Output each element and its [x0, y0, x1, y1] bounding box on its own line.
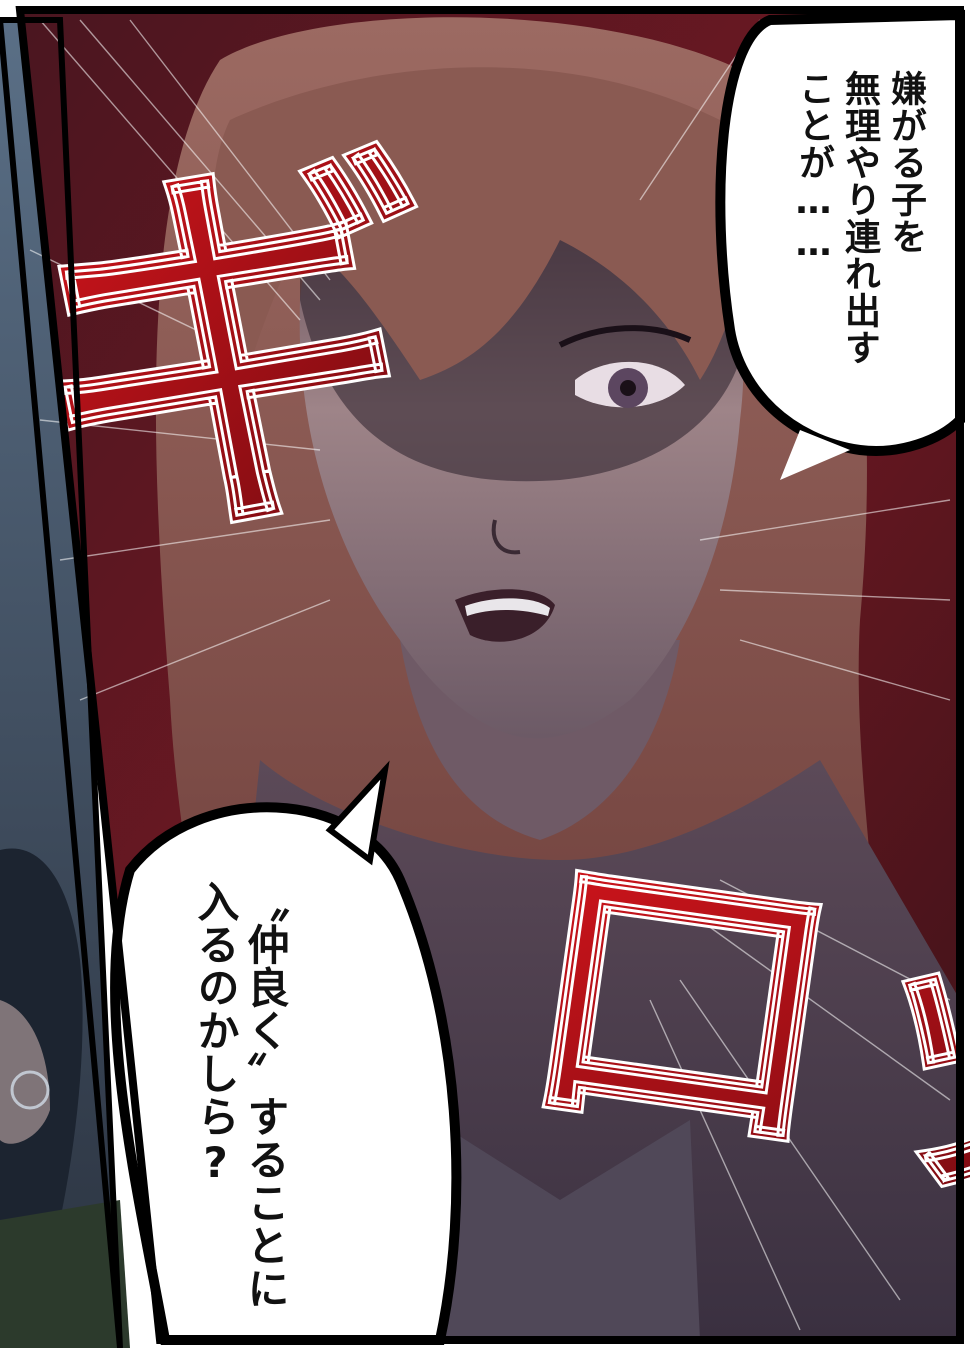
sfx-ro: ロッ [490, 789, 970, 1264]
character-collar [440, 1120, 700, 1340]
character-teeth [465, 598, 550, 616]
side-character-glasses [10, 1070, 50, 1110]
main-panel-border [15, 6, 964, 1344]
sfx-gi: ギ [29, 119, 432, 587]
speech-bubble-top-tail [780, 430, 850, 480]
speech-bubble-bottom-left [110, 802, 462, 1345]
character-pupil [620, 380, 636, 396]
speed-lines [29, 19, 951, 1331]
character-eyebrow [558, 325, 692, 348]
speech-line: 嫌がる子を [885, 70, 926, 255]
speech-line: 〝仲良く〟することに [241, 880, 290, 1310]
side-character-clothes [0, 1200, 130, 1348]
speech-line: 入るのかしら? [191, 880, 240, 1188]
sfx-gi-text: ギ [30, 120, 430, 585]
speech-bubble-bottom-tail [325, 760, 390, 866]
speech-bubble-top-right [715, 9, 965, 456]
character-nose [491, 519, 521, 555]
character-bangs [211, 67, 751, 401]
sfx-ro-text: ロッ [491, 791, 970, 1263]
left-panel-border [0, 17, 123, 1348]
speech-bubble-top-text: 嫌がる子を 無理やり連れ出す ことが…… [790, 70, 928, 366]
speech-line: 無理やり連れ出す [839, 70, 880, 366]
speech-line: ことが…… [793, 70, 834, 265]
speech-bubble-bottom-text: 〝仲良く〟することに 入るのかしら? [190, 880, 290, 1310]
